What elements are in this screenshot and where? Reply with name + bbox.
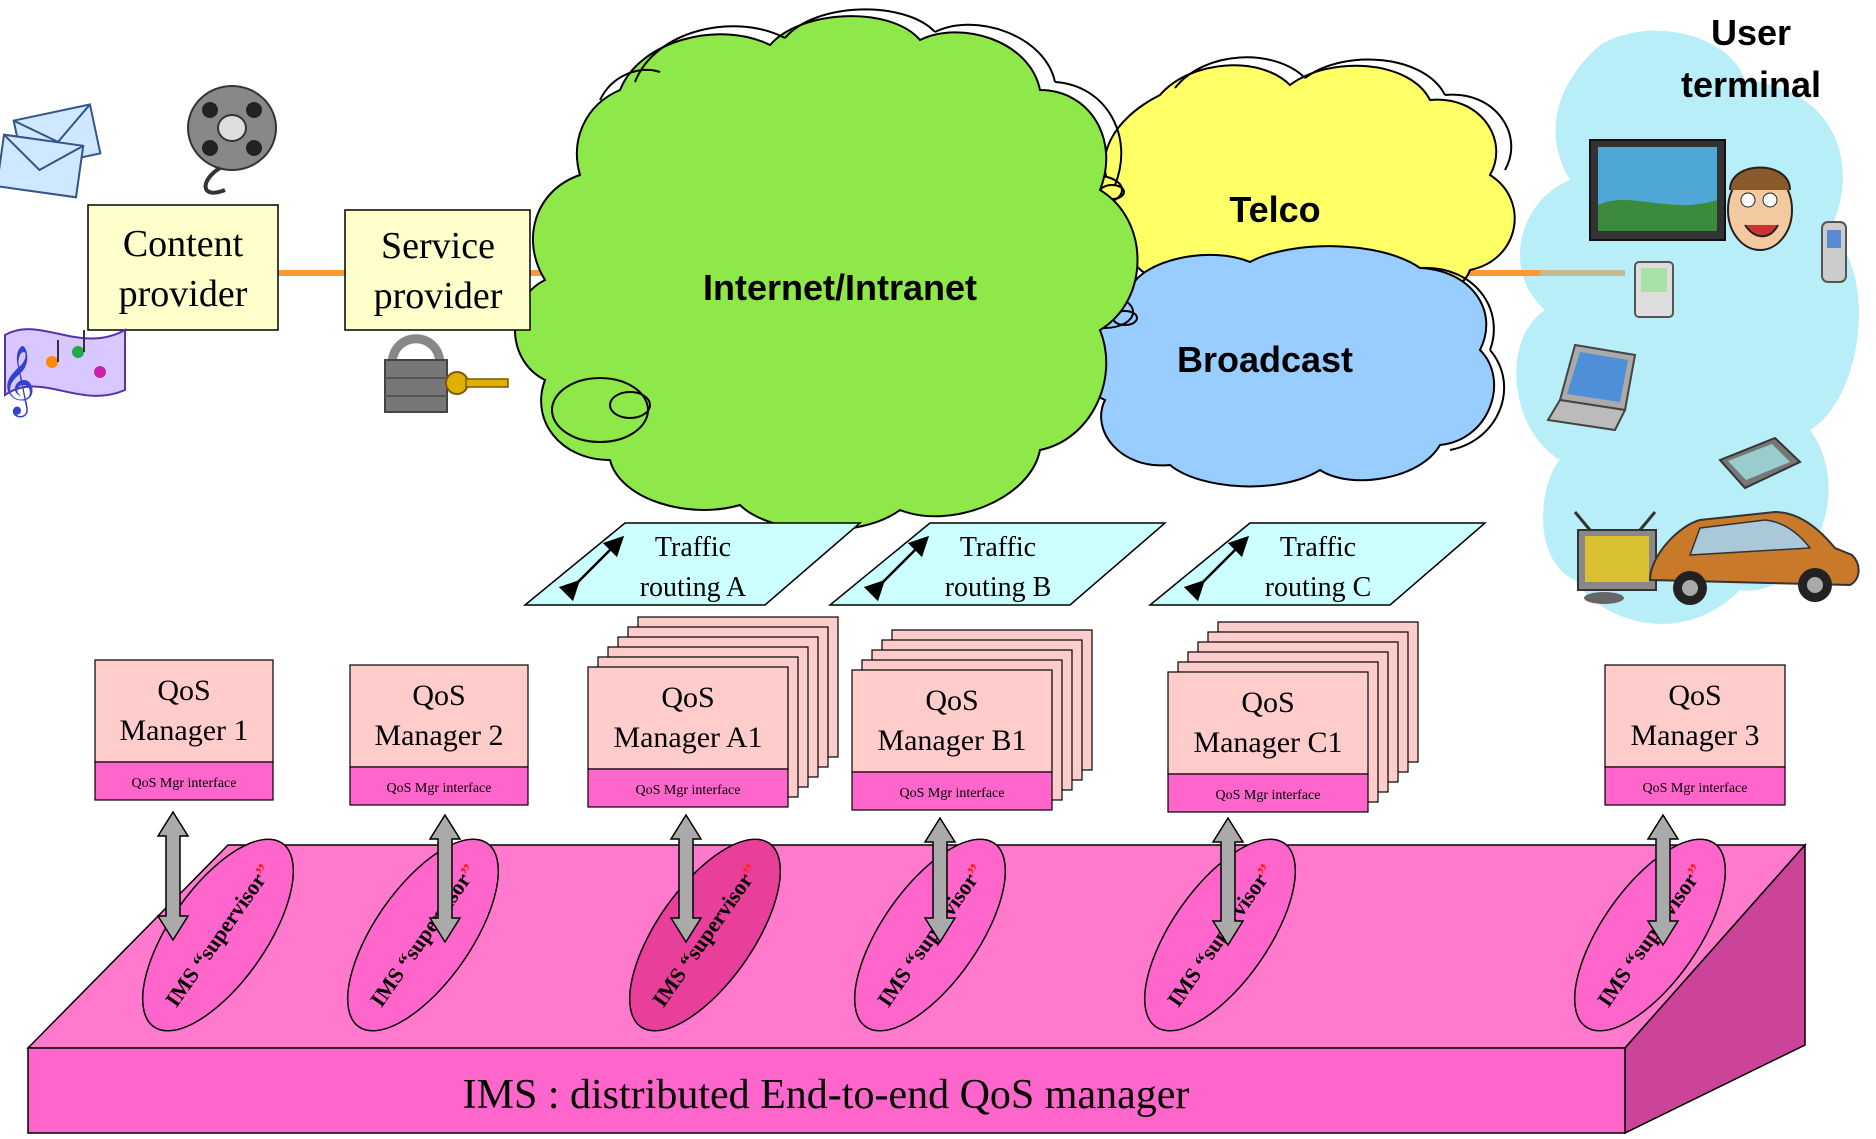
qos-manager: QoS Manager 1 QoS Mgr interface [94,659,274,801]
supervisor-ellipse [1573,838,1727,1032]
qos-manager-box [851,669,1053,773]
service-provider-box: Service provider [344,209,531,331]
content-provider-line1: Content [123,223,244,265]
qos-mgr-interface-label: QoS Mgr interface [1216,788,1321,803]
routing-label-line1: Traffic [655,532,731,563]
supervisor-ellipse [853,838,1007,1032]
qos-manager-line2: Manager 2 [374,719,503,752]
routing-label-line2: routing C [1265,572,1372,603]
qos-manager-line2: Manager 1 [119,714,248,747]
double-arrow-icon [428,813,462,944]
user-terminal-label-line2: terminal [1681,64,1821,105]
qos-managers: QoS Manager 1 QoS Mgr interface QoS Manager … [94,616,1786,813]
content-provider-box: Content provider [87,204,279,331]
qos-mgr-interface [349,766,529,806]
svg-text:𝄞: 𝄞 [0,346,35,417]
qos-mgr-interface-label: QoS Mgr interface [636,783,741,798]
qos-mgr-interface [587,768,789,808]
qos-manager-line2: Manager C1 [1193,726,1342,759]
supervisor-ellipse [346,838,500,1032]
internet-cloud: Internet/Intranet [514,8,1139,532]
qos-manager: QoS Manager A1 QoS Mgr interface [587,616,839,808]
qos-manager: QoS Manager C1 QoS Mgr interface [1167,621,1419,813]
car-icon [1648,510,1860,605]
tv-icon [1589,139,1726,241]
routing-label-line1: Traffic [1280,532,1356,563]
qos-manager-line2: Manager A1 [613,721,762,754]
broadcast-label: Broadcast [1177,339,1353,380]
routing-panels: Traffic routing A Traffic routing B Traffic r… [522,522,1488,606]
qos-mgr-interface [94,761,274,801]
qos-mgr-interface-label: QoS Mgr interface [387,781,492,796]
qos-manager-box [94,659,274,763]
music-notes-icon: 𝄞 [0,328,126,417]
qos-manager-line1: QoS [661,681,714,714]
qos-manager-line1: QoS [157,674,210,707]
double-arrow-icon [1211,816,1245,947]
satellite-tv-icon [1573,511,1657,604]
qos-manager: QoS Manager B1 QoS Mgr interface [851,629,1093,811]
qos-mgr-interface-label: QoS Mgr interface [900,786,1005,801]
qos-manager-line1: QoS [925,684,978,717]
routing-label-line2: routing A [640,572,747,603]
supervisor-ellipse [1143,838,1297,1032]
qos-mgr-interface-label: QoS Mgr interface [1643,781,1748,796]
tablet-icon [1718,436,1802,490]
supervisor-ellipse [628,838,782,1032]
double-arrow-icon [669,813,703,944]
content-provider-line2: provider [119,273,248,315]
qos-manager-box [1604,664,1786,768]
internet-label: Internet/Intranet [703,267,977,308]
user-terminal-label-line1: User [1711,12,1791,53]
qos-manager-line2: Manager B1 [877,724,1026,757]
qos-manager-box [1167,671,1369,775]
internet-bubble [551,377,649,443]
qos-manager: QoS Manager 3 QoS Mgr interface [1604,664,1786,806]
qos-mgr-interface [851,771,1053,811]
qos-mgr-interface [1604,766,1786,806]
ims-platform-label: IMS : distributed End-to-end QoS manager [463,1072,1190,1118]
service-provider-line2: provider [374,275,503,317]
traffic-routing-panel: Traffic routing C [1147,522,1488,606]
qos-manager-line1: QoS [1241,686,1294,719]
double-arrow-icon [923,816,957,944]
routing-label-line1: Traffic [960,532,1036,563]
qos-manager-box [587,666,789,770]
qos-manager: QoS Manager 2 QoS Mgr interface [349,664,529,806]
traffic-routing-panel: Traffic routing B [827,522,1168,606]
telco-label: Telco [1229,189,1320,230]
laptop-icon [1546,343,1637,432]
qos-manager-line1: QoS [412,679,465,712]
bidirectional-arrow-icon [863,535,930,602]
broadcast-cloud: Broadcast [1076,245,1506,488]
qos-manager-line2: Manager 3 [1630,719,1759,752]
padlock-key-icon [384,334,509,413]
double-arrow-icon [1646,813,1680,947]
person-icon [1727,166,1793,251]
qos-mgr-interface-label: QoS Mgr interface [132,776,237,791]
traffic-routing-panel: Traffic routing A [522,522,863,606]
bidirectional-arrow-icon [1183,535,1250,602]
bidirectional-arrow-icon [558,535,625,602]
film-reel-icon [187,85,277,195]
qos-manager-box [349,664,529,768]
pda-icon [1634,261,1674,318]
ims-platform-front [27,1047,1626,1134]
envelopes-icon [0,103,102,199]
qos-manager-line1: QoS [1668,679,1721,712]
double-arrow-icon [156,810,190,942]
mobile-phone-icon [1821,221,1847,283]
qos-mgr-interface [1167,773,1369,813]
routing-label-line2: routing B [945,572,1052,603]
service-provider-line1: Service [381,225,495,267]
